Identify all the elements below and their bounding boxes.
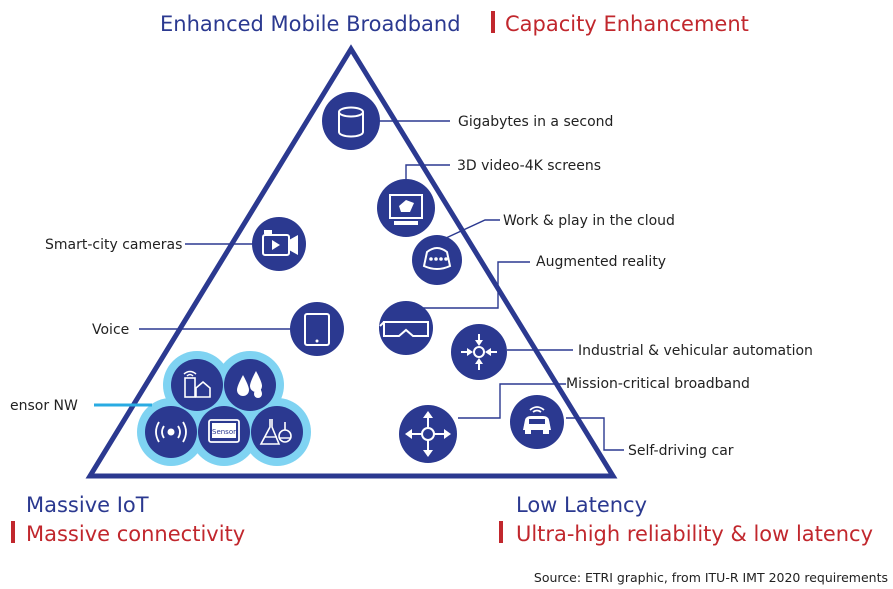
source-caption: Source: ETRI graphic, from ITU-R IMT 202… bbox=[534, 570, 888, 585]
label-self-driving-car: Self-driving car bbox=[628, 443, 734, 459]
label-3d-video: 3D video-4K screens bbox=[457, 158, 601, 174]
red-bar-marker bbox=[499, 521, 503, 543]
label-gigabytes: Gigabytes in a second bbox=[458, 114, 613, 130]
tablet-icon bbox=[290, 302, 344, 356]
automation-arrows-icon bbox=[451, 324, 507, 380]
drops-icon bbox=[224, 359, 276, 411]
leader-lines bbox=[139, 120, 624, 451]
corner-massive-iot-title: Massive IoT bbox=[26, 493, 149, 517]
red-bar-marker bbox=[11, 521, 15, 543]
car-icon bbox=[510, 395, 564, 449]
red-bar-marker bbox=[491, 11, 495, 33]
label-smart-city: Smart-city cameras bbox=[45, 237, 182, 253]
header-capacity: Capacity Enhancement bbox=[505, 12, 749, 36]
sensor-tablet-label: Sensor bbox=[212, 428, 236, 436]
usage-triangle bbox=[85, 44, 618, 479]
header-embb: Enhanced Mobile Broadband bbox=[160, 12, 461, 36]
database-icon bbox=[322, 92, 380, 150]
lab-flask-icon bbox=[251, 406, 303, 458]
label-industrial: Industrial & vehicular automation bbox=[578, 343, 813, 359]
wireless-sensor-icon bbox=[145, 406, 197, 458]
label-sensor-nw: ensor NW bbox=[10, 398, 78, 414]
corner-low-latency-title: Low Latency bbox=[516, 493, 647, 517]
video-camera-icon bbox=[252, 217, 306, 271]
gamepad-icon bbox=[412, 235, 462, 285]
sensor-cluster: Sensor bbox=[137, 351, 311, 466]
label-mission-critical: Mission-critical broadband bbox=[566, 376, 750, 392]
move-arrows-icon bbox=[399, 405, 457, 463]
smart-home-icon bbox=[171, 359, 223, 411]
label-voice: Voice bbox=[92, 322, 129, 338]
corner-massive-iot-subtitle: Massive connectivity bbox=[26, 522, 245, 546]
label-augmented-reality: Augmented reality bbox=[536, 254, 666, 270]
corner-low-latency-subtitle: Ultra-high reliability & low latency bbox=[516, 522, 873, 546]
monitor-3d-icon bbox=[377, 179, 435, 237]
vr-goggles-icon bbox=[379, 301, 433, 355]
label-cloud: Work & play in the cloud bbox=[503, 213, 675, 229]
sensor-tablet-icon: Sensor bbox=[198, 406, 250, 458]
